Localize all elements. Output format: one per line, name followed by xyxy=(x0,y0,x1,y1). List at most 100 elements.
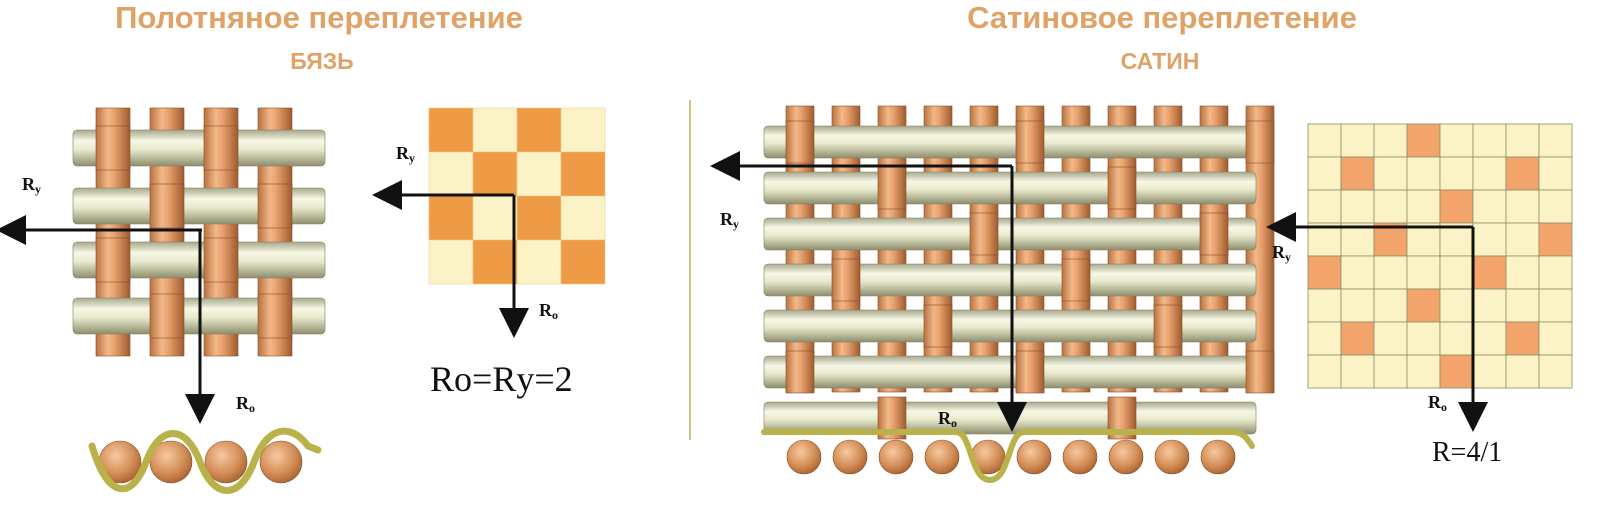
grid-cell-empty xyxy=(1538,354,1573,389)
satin-ro-label: Rо xyxy=(938,408,957,430)
grid-cell-empty xyxy=(1538,156,1573,191)
grid-cell-empty xyxy=(1406,189,1441,224)
grid-cell-empty xyxy=(1505,123,1540,158)
grid-cell-filled xyxy=(1406,123,1441,158)
warp-thread xyxy=(1015,120,1045,164)
repeat-arrows xyxy=(0,151,1488,432)
grid-cell-empty xyxy=(472,107,518,153)
satin-weave-fabric xyxy=(763,105,1275,440)
grid-cell-empty xyxy=(1373,288,1408,323)
satin-weave-grid xyxy=(1307,123,1573,389)
satin-weave-subtitle: САТИН xyxy=(1120,48,1200,74)
grid-cell-filled xyxy=(1538,222,1573,257)
grid-cell-empty xyxy=(1340,288,1375,323)
grid-cell-empty xyxy=(1538,255,1573,290)
warp-thread xyxy=(1245,350,1275,394)
warp-cross-section xyxy=(1062,439,1098,475)
grid-cell-filled xyxy=(1505,156,1540,191)
warp-cross-section xyxy=(878,439,914,475)
grid-cell-empty xyxy=(1439,288,1474,323)
grid-cell-empty xyxy=(1538,189,1573,224)
grid-cell-empty xyxy=(428,239,474,285)
grid-cell-empty xyxy=(1373,354,1408,389)
grid-cell-empty xyxy=(1472,354,1507,389)
grid-cell-filled xyxy=(560,239,606,285)
grid-cell-filled xyxy=(1307,255,1342,290)
warp-thread xyxy=(95,125,131,171)
warp-cross-section xyxy=(786,439,822,475)
grid-cell-empty xyxy=(1340,354,1375,389)
plain-weave-title: Полотняное переплетение xyxy=(115,0,523,35)
warp-cross-section xyxy=(1016,439,1052,475)
warp-thread xyxy=(831,258,861,302)
grid-cell-filled xyxy=(428,195,474,241)
grid-cell-empty xyxy=(1538,321,1573,356)
grid-cell-empty xyxy=(1472,156,1507,191)
warp-thread xyxy=(877,166,907,210)
warp-thread xyxy=(1015,350,1045,394)
plain-weave-profile xyxy=(88,427,322,494)
grid-cell-filled xyxy=(1439,189,1474,224)
grid-cell-filled xyxy=(472,239,518,285)
grid-cell-empty xyxy=(1472,321,1507,356)
grid-cell-filled xyxy=(560,151,606,197)
plain-weave-subtitle: БЯЗЬ xyxy=(290,48,354,74)
grid-cell-filled xyxy=(1340,156,1375,191)
grid-cell-filled xyxy=(516,195,562,241)
grid-cell-filled xyxy=(1472,255,1507,290)
grid-cell-empty xyxy=(1373,123,1408,158)
grid-cell-empty xyxy=(1406,156,1441,191)
grid-cell-empty xyxy=(1340,255,1375,290)
grid-cell-empty xyxy=(1307,288,1342,323)
grid-cell-empty xyxy=(516,151,562,197)
grid-cell-empty xyxy=(1373,156,1408,191)
grid-cell-filled xyxy=(1340,321,1375,356)
grid-cell-filled xyxy=(1439,354,1474,389)
grid-cell-empty xyxy=(1340,189,1375,224)
warp-thread xyxy=(149,293,185,339)
weft-thread xyxy=(763,217,1257,251)
plain-ro-label: Rо xyxy=(236,393,255,415)
warp-cross-section xyxy=(1154,439,1190,475)
weft-thread xyxy=(763,125,1257,159)
weft-thread xyxy=(763,263,1257,297)
plain-repeat-formula: Rо=Rу=2 xyxy=(430,359,573,399)
warp-thread xyxy=(257,293,293,339)
grid-cell-filled xyxy=(516,107,562,153)
grid-cell-empty xyxy=(1472,222,1507,257)
grid-cell-empty xyxy=(1340,123,1375,158)
plain-grid-ry-label: Rу xyxy=(396,143,415,165)
warp-cross-section xyxy=(832,439,868,475)
grid-cell-filled xyxy=(1406,288,1441,323)
grid-cell-empty xyxy=(1439,123,1474,158)
grid-cell-empty xyxy=(1505,189,1540,224)
satin-grid-ry-label: Rу xyxy=(1272,242,1291,264)
grid-cell-empty xyxy=(1307,156,1342,191)
grid-cell-empty xyxy=(1406,255,1441,290)
section-divider xyxy=(689,100,691,440)
grid-cell-empty xyxy=(1538,123,1573,158)
warp-thread xyxy=(1107,166,1137,210)
grid-cell-empty xyxy=(472,195,518,241)
grid-cell-empty xyxy=(1307,123,1342,158)
warp-thread xyxy=(257,183,293,229)
warp-thread xyxy=(203,125,239,171)
grid-cell-empty xyxy=(1439,255,1474,290)
satin-grid-ro-label: Rо xyxy=(1428,392,1447,414)
plain-weave-grid xyxy=(428,107,606,285)
warp-cross-section xyxy=(149,440,193,484)
satin-weave-title: Сатиновое переплетение xyxy=(967,0,1357,35)
weft-thread xyxy=(763,309,1257,343)
warp-thread xyxy=(785,350,815,394)
weft-thread xyxy=(763,171,1257,205)
warp-thread xyxy=(203,237,239,283)
grid-cell-empty xyxy=(560,107,606,153)
grid-cell-empty xyxy=(1406,321,1441,356)
grid-cell-empty xyxy=(1505,288,1540,323)
grid-cell-filled xyxy=(1505,321,1540,356)
warp-thread xyxy=(969,212,999,256)
grid-cell-empty xyxy=(1505,354,1540,389)
grid-cell-empty xyxy=(1472,189,1507,224)
